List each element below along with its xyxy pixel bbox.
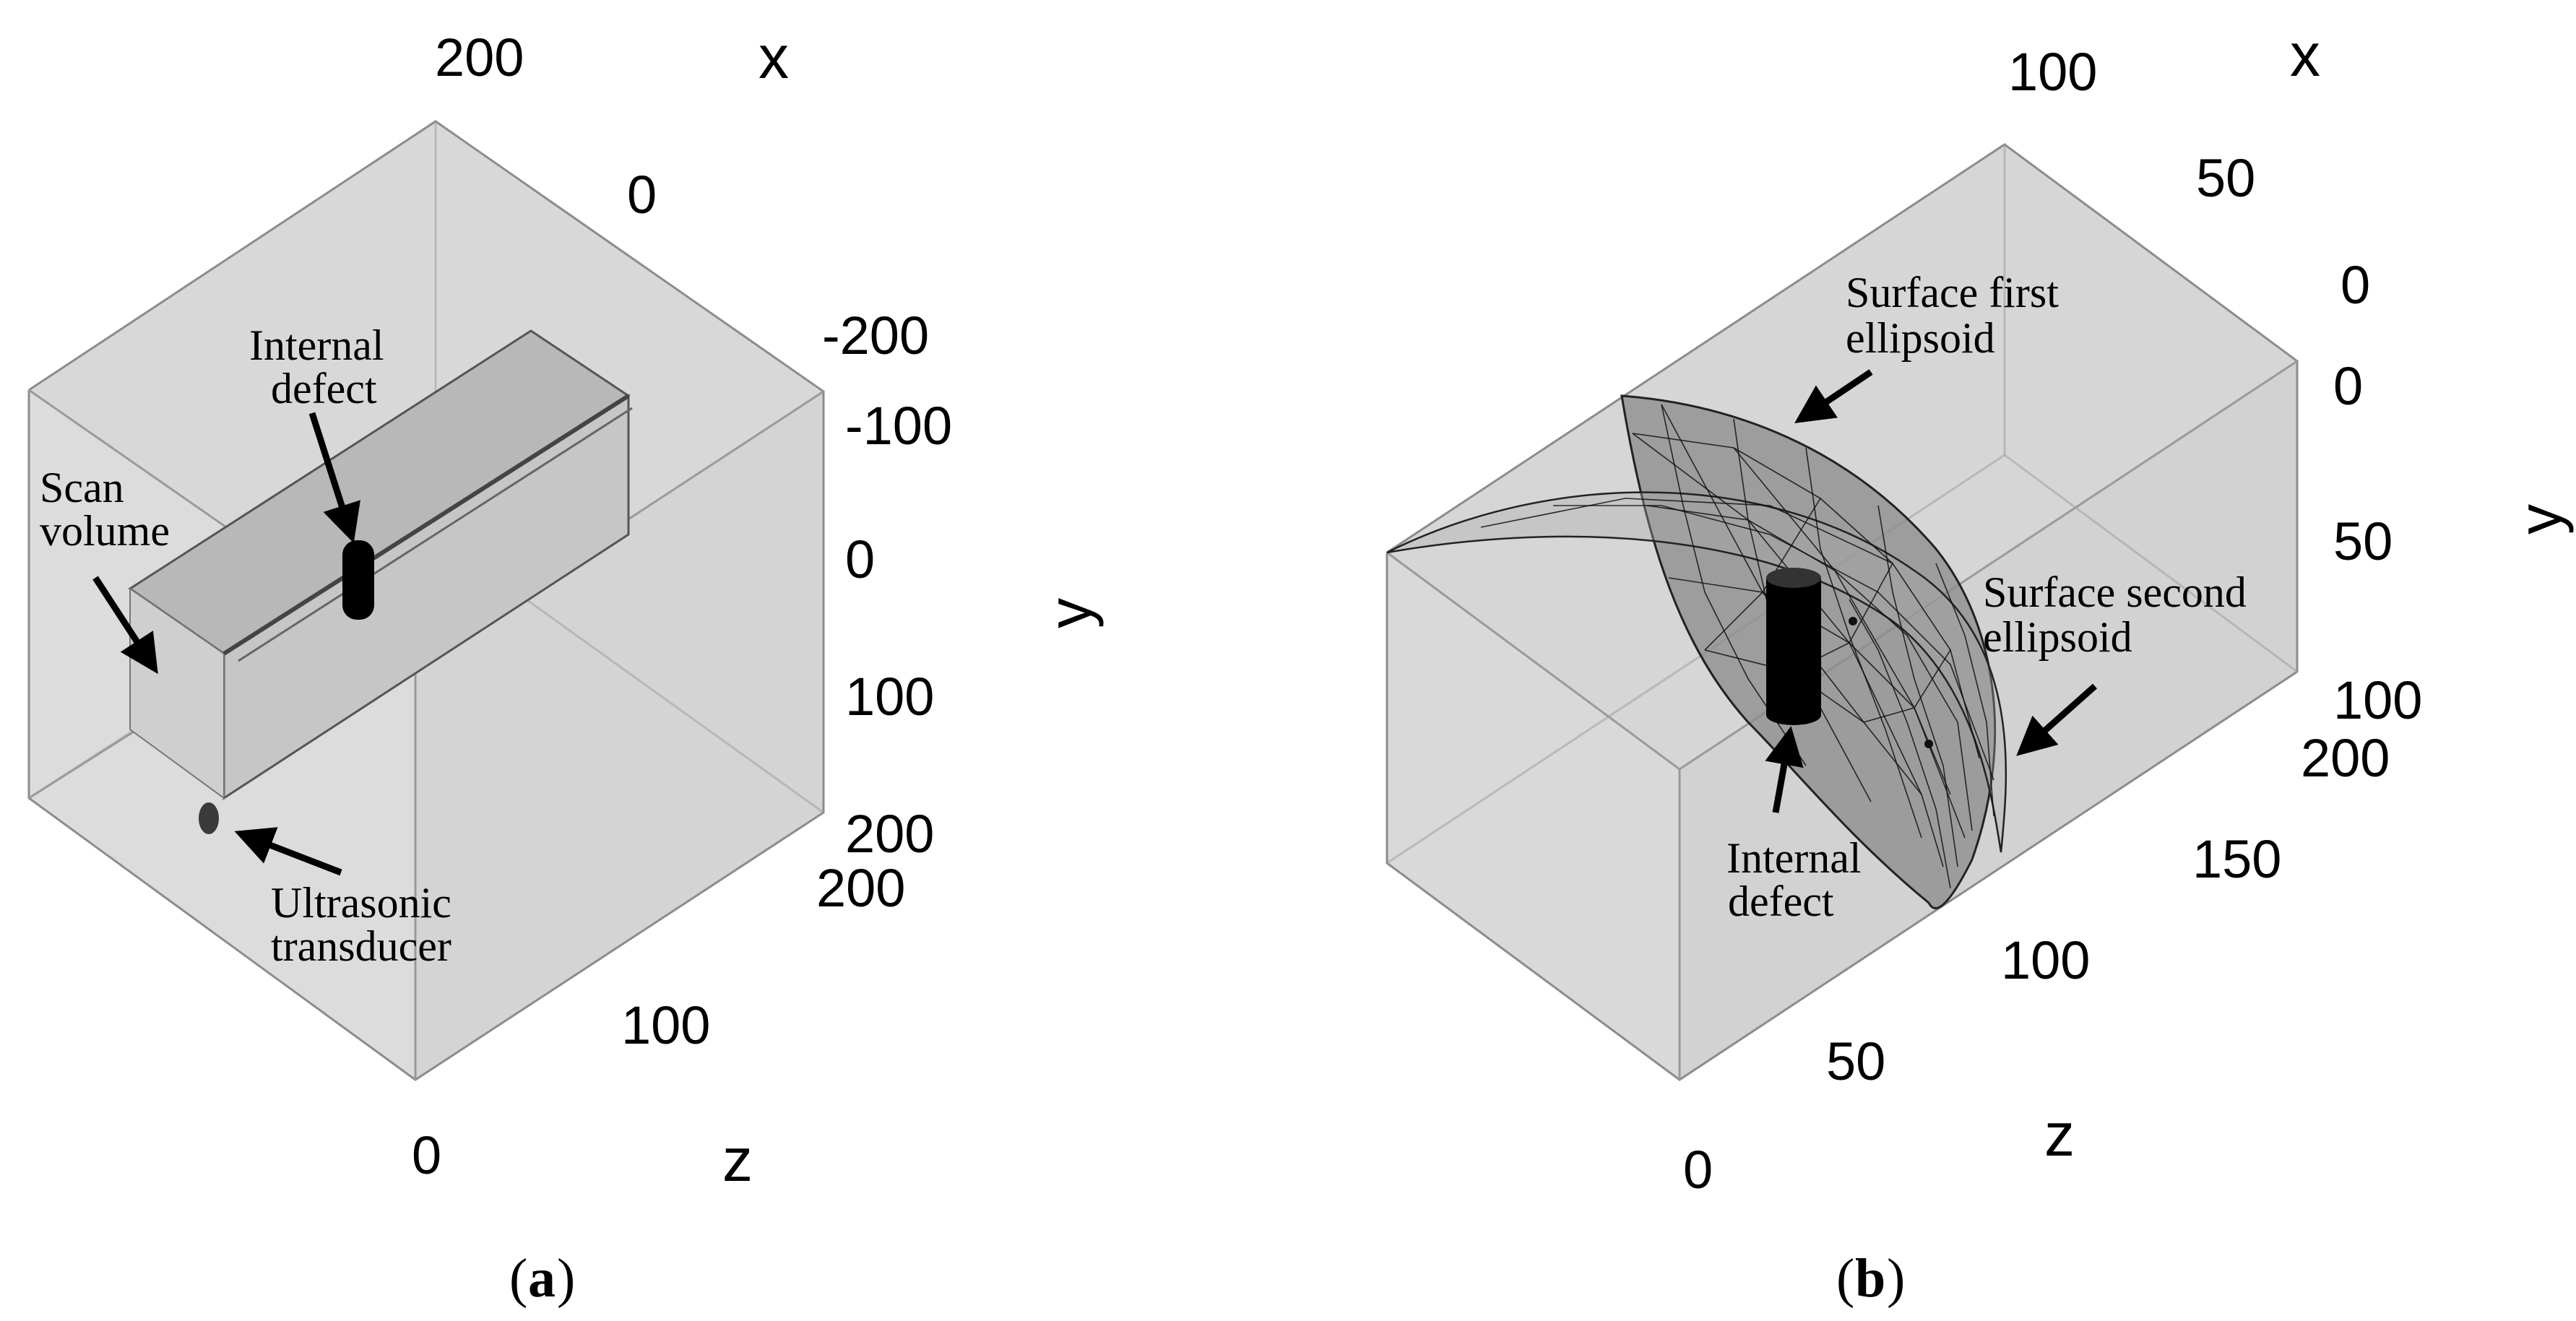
caption-a-open: ( — [509, 1248, 527, 1309]
a-x-axis-name: x — [758, 23, 789, 91]
a-z-axis-name: z — [722, 1126, 753, 1194]
a-z-tick-100: 100 — [621, 995, 710, 1055]
a-y-tick-neg100: -100 — [845, 396, 952, 456]
box-b-top-face — [1387, 144, 2297, 769]
arrow-second-ellipsoid — [2016, 683, 2097, 756]
a-y-tick-100: 100 — [845, 667, 934, 727]
arrow-scan-volume — [92, 576, 158, 675]
label-second-ellipsoid-1: Surface second — [1983, 568, 2247, 616]
b-x-tick-0: 0 — [2341, 255, 2370, 315]
panel-a: Internal defect Scan volume Ultrasonic t… — [27, 23, 1104, 1309]
a-x-tick-0: 0 — [627, 165, 657, 225]
b-x-axis-name: x — [2290, 21, 2320, 89]
label-transducer-1: Ultrasonic — [271, 879, 451, 927]
surface-second-ellipsoid — [1386, 491, 2007, 853]
a-x-tick-200: 200 — [435, 27, 524, 87]
a-y-tick-200: 200 — [845, 804, 934, 864]
b-z-tick-100: 100 — [2001, 930, 2090, 990]
label-transducer-2: transducer — [271, 922, 451, 970]
b-x-tick-100: 100 — [2008, 42, 2097, 102]
box-a-right-face — [415, 391, 824, 1080]
a-y-tick-0: 0 — [845, 529, 875, 589]
box-b-left-face — [1387, 553, 1680, 1080]
b-z-tick-150: 150 — [2192, 829, 2281, 889]
panel-b: Surface first ellipsoid Surface second e… — [1386, 21, 2574, 1309]
caption-b-letter: b — [1855, 1248, 1885, 1309]
caption-b-open: ( — [1836, 1248, 1854, 1309]
label-scan-volume-2: volume — [40, 507, 170, 555]
label-internal-defect-a-2: defect — [271, 365, 377, 412]
label-second-ellipsoid-2: ellipsoid — [1983, 613, 2132, 661]
arrow-internal-defect-a — [308, 412, 360, 543]
caption-b-close: ) — [1887, 1248, 1905, 1309]
b-x-tick-50: 50 — [2196, 148, 2255, 208]
a-z-tick-200: 200 — [816, 858, 905, 918]
label-scan-volume-1: Scan — [40, 464, 124, 511]
arrow-transducer — [234, 827, 342, 876]
b-y-tick-100: 100 — [2333, 670, 2422, 730]
internal-defect-a — [342, 540, 374, 620]
label-internal-defect-b-1: Internal — [1726, 834, 1862, 882]
caption-a-close: ) — [557, 1248, 575, 1309]
a-z-tick-0: 0 — [412, 1125, 441, 1185]
internal-defect-b — [1766, 568, 1821, 725]
b-z-tick-200: 200 — [2301, 728, 2390, 788]
arrow-internal-defect-b — [1765, 726, 1804, 813]
b-z-axis-name: z — [2044, 1101, 2075, 1169]
box-a-top-face — [29, 121, 824, 659]
a-x-tick-neg200: -200 — [822, 306, 929, 365]
a-y-axis-name: y — [1036, 598, 1104, 628]
arrow-first-ellipsoid — [1794, 369, 1873, 424]
label-internal-defect-a-1: Internal — [249, 321, 384, 369]
label-first-ellipsoid-1: Surface first — [1846, 269, 2059, 316]
caption-a-letter: a — [528, 1248, 556, 1309]
ultrasonic-transducer — [199, 802, 219, 834]
label-internal-defect-b-2: defect — [1728, 878, 1834, 925]
label-first-ellipsoid-2: ellipsoid — [1846, 314, 1995, 362]
b-z-tick-50: 50 — [1826, 1031, 1885, 1091]
b-y-axis-name: y — [2506, 504, 2574, 534]
b-z-tick-0: 0 — [1683, 1140, 1713, 1200]
b-y-tick-50: 50 — [2333, 511, 2393, 571]
b-y-tick-0: 0 — [2333, 356, 2363, 416]
